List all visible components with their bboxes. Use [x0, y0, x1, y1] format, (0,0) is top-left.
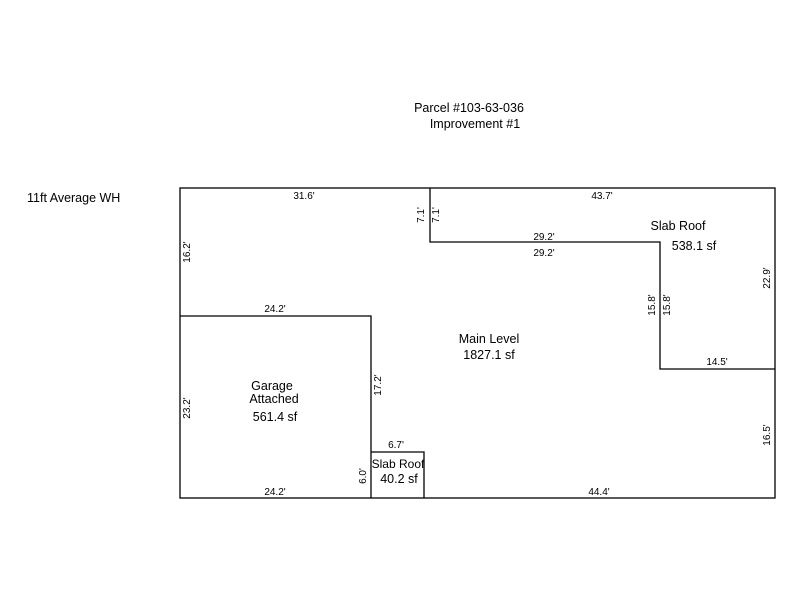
- garage-name-line1: Garage: [251, 379, 293, 393]
- dimension-bottom-right: 44.4': [588, 487, 609, 498]
- garage-name-line2: Attached: [249, 392, 298, 406]
- dimension-garage-left: 23.2': [182, 397, 193, 418]
- slab-roof-small-boundary: [371, 451, 425, 498]
- garage-label: Garage Attached 561.4 sf: [249, 379, 298, 424]
- parcel-number: Parcel #103-63-036: [414, 101, 524, 115]
- slab-roof-large-boundary: [429, 188, 775, 370]
- slab-roof-large-area: 538.1 sf: [672, 239, 717, 253]
- garage-boundary: [180, 315, 372, 498]
- dimension-step-left-inner: 7.1': [431, 207, 442, 223]
- garage-area: 561.4 sf: [253, 410, 298, 424]
- dimension-garage-right: 17.2': [373, 374, 384, 395]
- dimension-step-top-lower: 29.2': [533, 248, 554, 259]
- dimension-step-top-upper: 29.2': [533, 232, 554, 243]
- dimension-garage-top: 24.2': [264, 304, 285, 315]
- slab-roof-small-label: Slab Roof 40.2 sf: [372, 457, 425, 486]
- slab-roof-large-label: Slab Roof 538.1 sf: [651, 219, 717, 253]
- wall-height-note: 11ft Average WH: [27, 191, 120, 205]
- dimension-small-slab-left: 6.0': [358, 468, 369, 484]
- slab-roof-small-area: 40.2 sf: [380, 472, 418, 486]
- improvement-label: Improvement #1: [430, 117, 520, 131]
- dimension-top-left: 31.6': [293, 191, 314, 202]
- dimension-notch-bottom: 14.5': [706, 357, 727, 368]
- dimension-right-lower: 16.5': [762, 424, 773, 445]
- main-level-label: Main Level 1827.1 sf: [459, 332, 519, 362]
- dimension-notch-outer: 15.8': [647, 294, 658, 315]
- dimension-left-upper: 16.2': [182, 241, 193, 262]
- slab-roof-large-name: Slab Roof: [651, 219, 706, 233]
- building-outline: [179, 187, 776, 499]
- dimension-notch-inner: 15.8': [662, 294, 673, 315]
- dimension-small-slab-top: 6.7': [388, 440, 404, 451]
- dimension-right-upper: 22.9': [762, 267, 773, 288]
- main-level-area: 1827.1 sf: [463, 348, 515, 362]
- dimension-garage-bottom: 24.2': [264, 487, 285, 498]
- dimension-top-right: 43.7': [591, 191, 612, 202]
- slab-roof-small-name: Slab Roof: [372, 457, 425, 471]
- main-level-name: Main Level: [459, 332, 519, 346]
- dimension-step-left-outer: 7.1': [416, 207, 427, 223]
